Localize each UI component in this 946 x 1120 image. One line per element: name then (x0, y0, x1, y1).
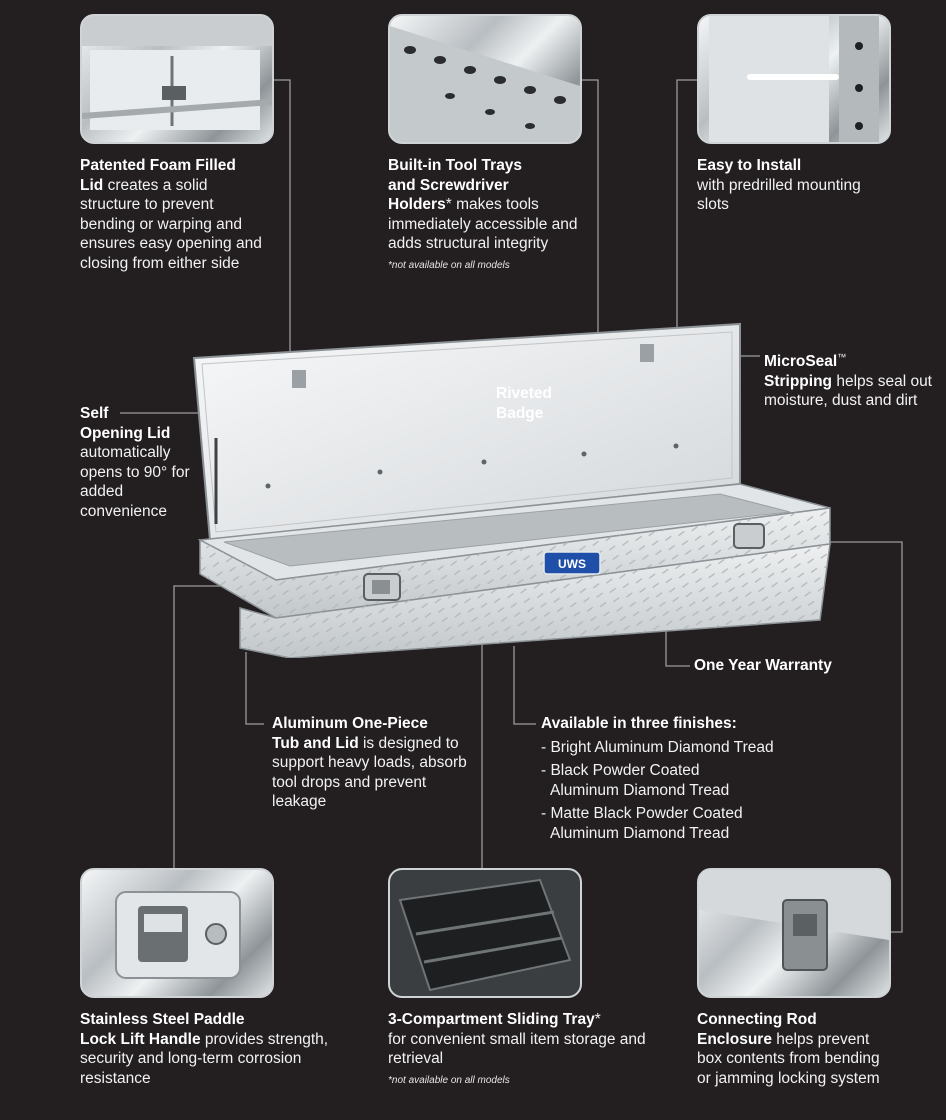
sliding-tray-image (390, 870, 580, 996)
finish-item-line1: - Bright Aluminum Diamond Tread (541, 738, 774, 756)
tool-trays-title-1: Built-in Tool Trays (388, 157, 523, 174)
finishes-title: Available in three finishes: (541, 715, 737, 732)
sliding-tray-body: for convenient small item storage and re… (388, 1030, 646, 1068)
toolbox-illustration: UWS (192, 322, 831, 658)
foam-lid-photo (80, 14, 274, 144)
mounting-slot-photo (697, 14, 891, 144)
callout-self-opening: Self Opening Lid automatically opens to … (80, 404, 200, 521)
easy-install-title: Easy to Install (697, 157, 802, 174)
foam-lid-body: creates a solid structure to prevent ben… (80, 176, 262, 272)
tool-trays-title-2: and Screwdriver (388, 176, 509, 194)
mounting-slot-image (709, 16, 879, 142)
finish-item: - Matte Black Powder Coated Aluminum Dia… (541, 804, 821, 843)
finishes-list: - Bright Aluminum Diamond Tread - Black … (541, 738, 821, 844)
paddle-handle-photo (80, 868, 274, 998)
callout-one-piece: Aluminum One-Piece Tub and Lid is design… (272, 714, 472, 812)
sliding-tray-note: *not available on all models (388, 1074, 510, 1086)
rod-enclosure-image (699, 870, 889, 971)
finish-item-line2: Aluminum Diamond Tread (550, 824, 730, 842)
paddle-handle-title-1: Stainless Steel Paddle (80, 1011, 245, 1028)
warranty-title: One Year Warranty (694, 657, 832, 674)
uws-badge-text: UWS (558, 557, 586, 571)
finish-item: - Bright Aluminum Diamond Tread (541, 738, 821, 758)
self-opening-title-2: Opening Lid (80, 424, 171, 442)
finish-item-line1: - Black Powder Coated (541, 762, 700, 779)
sliding-tray-title: 3-Compartment Sliding Tray (388, 1011, 595, 1028)
callout-riveted-badge: Riveted Badge (496, 384, 576, 423)
callout-easy-install: Easy to Install with predrilled mounting… (697, 156, 877, 215)
finish-item: - Black Powder Coated Aluminum Diamond T… (541, 761, 821, 800)
finish-item-line1: - Matte Black Powder Coated (541, 805, 743, 822)
leader-one-piece (245, 652, 264, 725)
microseal-body: helps seal out moisture, dust and dirt (764, 372, 932, 410)
tool-tray-photo (388, 14, 582, 144)
easy-install-body: with predrilled mounting slots (697, 176, 861, 214)
callout-tool-trays: Built-in Tool Trays and Screwdriver Hold… (388, 156, 578, 272)
microseal-tm: ™ (837, 352, 847, 362)
paddle-handle-body: provides strength, security and long-ter… (80, 1030, 329, 1087)
one-piece-body: is designed to support heavy loads, abso… (272, 734, 467, 811)
riveted-badge-title-1: Riveted (496, 385, 552, 402)
tool-trays-note: *not available on all models (388, 259, 510, 271)
paddle-handle-title-2: Lock Lift Handle (80, 1030, 201, 1048)
rod-enclosure-photo (697, 868, 891, 998)
one-piece-title-2: Tub and Lid (272, 734, 359, 752)
rod-enclosure-body: helps prevent box contents from bending … (697, 1030, 880, 1087)
uws-badge (543, 551, 601, 575)
rod-enclosure-title-1: Connecting Rod (697, 1011, 817, 1028)
callout-paddle-handle: Stainless Steel Paddle Lock Lift Handle … (80, 1010, 330, 1088)
paddle-handle-image (115, 891, 241, 979)
foam-lid-title: Patented Foam Filled (80, 157, 236, 174)
foam-lid-image (82, 16, 272, 130)
callout-sliding-tray: 3-Compartment Sliding Tray* for convenie… (388, 1010, 648, 1087)
rod-enclosure-title-2: Enclosure (697, 1030, 772, 1048)
tool-tray-image (390, 26, 580, 142)
callout-finishes: Available in three finishes: - Bright Al… (541, 714, 821, 847)
self-opening-body: automatically opens to 90° for added con… (80, 444, 190, 520)
microseal-title-2: Stripping (764, 372, 833, 390)
sliding-tray-photo (388, 868, 582, 998)
sliding-tray-star: * (594, 1011, 601, 1028)
self-opening-title-1: Self (80, 405, 109, 422)
tool-trays-body: makes tools immediately accessible and a… (388, 196, 578, 252)
callout-warranty: One Year Warranty (694, 656, 894, 676)
tool-trays-star: * (445, 196, 452, 213)
one-piece-title-1: Aluminum One-Piece (272, 715, 428, 732)
riveted-badge-title-2: Badge (496, 404, 544, 422)
callout-microseal: MicroSeal™ Stripping helps seal out mois… (764, 348, 934, 411)
callout-foam-lid: Patented Foam Filled Lid creates a solid… (80, 156, 270, 273)
callout-rod-enclosure: Connecting Rod Enclosure helps prevent b… (697, 1010, 897, 1088)
microseal-title: MicroSeal (764, 353, 838, 371)
finish-item-line2: Aluminum Diamond Tread (550, 781, 730, 799)
tool-trays-title-3: Holders (388, 196, 446, 213)
foam-lid-title-2: Lid (80, 176, 104, 194)
